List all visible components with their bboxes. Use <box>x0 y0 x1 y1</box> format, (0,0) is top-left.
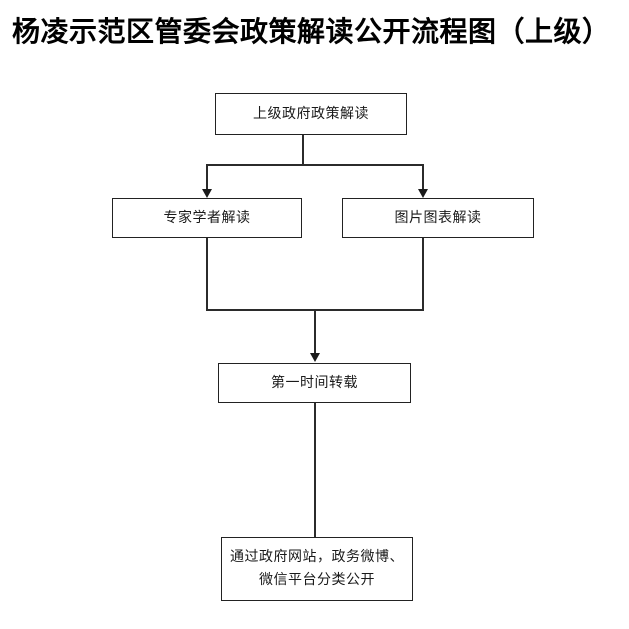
flow-node-expert: 专家学者解读 <box>112 198 302 238</box>
flow-node-publish-label-line2: 微信平台分类公开 <box>259 573 375 588</box>
arrow-down-icon <box>310 353 320 362</box>
page-title: 杨凌示范区管委会政策解读公开流程图（上级） <box>12 17 611 48</box>
arrow-down-icon <box>202 189 212 198</box>
connector-repost-publish <box>314 403 316 537</box>
flow-node-repost-label: 第一时间转载 <box>271 375 358 391</box>
flow-node-repost: 第一时间转载 <box>218 363 411 403</box>
connector-source-stem <box>302 135 304 166</box>
connector-branch-right <box>422 164 424 191</box>
connector-merge-stem <box>314 309 316 355</box>
connector-branch-bar <box>206 164 424 166</box>
flow-node-expert-label: 专家学者解读 <box>163 210 251 226</box>
connector-branch-left <box>206 164 208 191</box>
flow-node-publish: 通过政府网站，政务微博、 微信平台分类公开 <box>221 537 413 601</box>
flow-node-source: 上级政府政策解读 <box>215 93 407 135</box>
flow-node-graphic: 图片图表解读 <box>342 198 534 238</box>
connector-merge-left <box>206 238 208 311</box>
connector-merge-right <box>422 237 424 311</box>
flow-node-publish-label-line1: 通过政府网站，政务微博、 <box>230 550 404 565</box>
flow-node-source-label: 上级政府政策解读 <box>253 106 369 122</box>
flow-node-graphic-label: 图片图表解读 <box>394 210 482 226</box>
arrow-down-icon <box>418 189 428 198</box>
